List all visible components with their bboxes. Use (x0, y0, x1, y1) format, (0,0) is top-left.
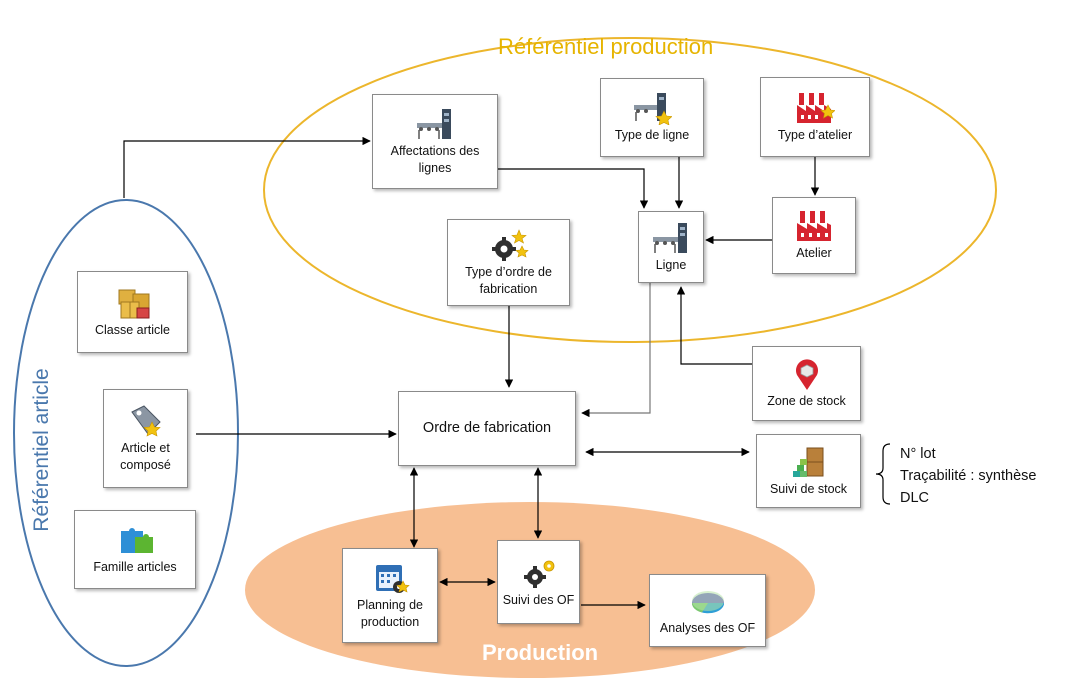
gears-icon (519, 556, 559, 590)
planning-label: Planning de production (356, 597, 424, 629)
tag-star-icon (126, 404, 166, 438)
zone-stock-node[interactable]: Zone de stock (752, 346, 861, 421)
arrow-zone-to-ligne (676, 286, 752, 365)
suivi-of-label: Suivi des OF (502, 592, 575, 607)
calendar-gear-icon (370, 561, 410, 595)
type-ordre-label: Type d’ordre de fabrication (465, 264, 552, 296)
stock-detail-dlc: DLC (900, 489, 930, 506)
stock-details-brace (875, 443, 891, 505)
ordre-fabrication-node[interactable]: Ordre de fabrication (398, 391, 576, 466)
atelier-node[interactable]: Atelier (772, 197, 856, 274)
stock-crates-icon (789, 445, 829, 479)
analyses-of-node[interactable]: Analyses des OF (649, 574, 766, 647)
arrow-article-to-affectations (123, 136, 371, 198)
famille-articles-label: Famille articles (93, 560, 177, 575)
type-ligne-node[interactable]: Type de ligne (600, 78, 704, 157)
classe-article-label: Classe article (94, 322, 171, 337)
type-ordre-node[interactable]: Type d’ordre de fabrication (447, 219, 570, 306)
article-ref-region (13, 199, 239, 667)
connectors (123, 136, 891, 610)
puzzle-icon (115, 523, 155, 557)
stock-details: N° lot Traçabilité : synthèse DLC (900, 444, 1036, 509)
zone-stock-label: Zone de stock (767, 394, 846, 409)
line-ligne-to-ordre (581, 283, 651, 418)
production-line-icon (415, 107, 455, 141)
production-ref-title: Référentiel production (498, 34, 714, 59)
gears-star-icon (489, 228, 529, 262)
affectations-node[interactable]: Affectations des lignes (372, 94, 498, 189)
famille-articles-node[interactable]: Famille articles (74, 510, 196, 589)
arrow-affectations-to-ligne (498, 168, 649, 209)
ligne-node[interactable]: Ligne (638, 211, 704, 283)
stock-detail-lot: N° lot (900, 446, 936, 462)
type-atelier-node[interactable]: Type d’atelier (760, 77, 870, 157)
type-ligne-label: Type de ligne (614, 128, 690, 143)
production-line-icon (651, 221, 691, 255)
analyses-of-label: Analyses des OF (659, 621, 756, 636)
ligne-label: Ligne (655, 257, 687, 272)
suivi-stock-label: Suivi de stock (769, 481, 848, 496)
factory-star-icon (795, 91, 836, 125)
affectations-label: Affectations des lignes (390, 143, 480, 175)
planning-node[interactable]: Planning de production (342, 548, 438, 643)
type-atelier-label: Type d’atelier (777, 127, 853, 142)
boxes-icon (113, 286, 153, 320)
map-pin-icon (787, 357, 827, 391)
pie-chart-icon (688, 584, 728, 618)
stock-detail-tracabilite: Traçabilité : synthèse (900, 467, 1037, 484)
production-ref-region (263, 37, 997, 343)
article-compose-node[interactable]: Article et composé (103, 389, 188, 488)
classe-article-node[interactable]: Classe article (77, 271, 188, 353)
article-ref-title: Référentiel article (30, 368, 53, 532)
suivi-stock-node[interactable]: Suivi de stock (756, 434, 861, 508)
suivi-of-node[interactable]: Suivi des OF (497, 540, 580, 624)
article-compose-label: Article et composé (120, 440, 171, 472)
production-title: Production (482, 640, 599, 665)
atelier-label: Atelier (796, 246, 832, 261)
ordre-fabrication-label: Ordre de fabrication (422, 419, 552, 436)
production-line-star-icon (632, 91, 673, 126)
factory-icon (794, 209, 834, 243)
